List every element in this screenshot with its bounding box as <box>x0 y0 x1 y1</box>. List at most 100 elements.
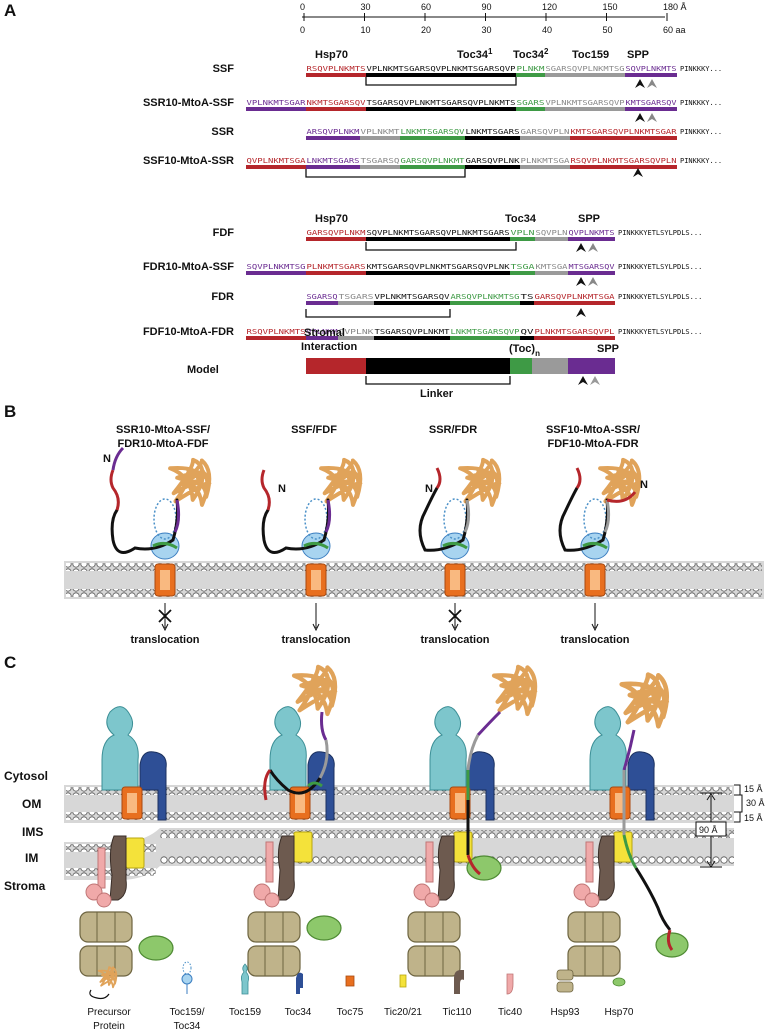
construct-tail: PINKKKYETLSYLPDLS... <box>618 263 702 271</box>
stromal-interaction-segment <box>263 769 272 801</box>
scale-angstrom-label: 120 <box>542 2 557 12</box>
panel-b-construct: SSF10-MtoA-SSR/FDF10-MtoA-FDRNtranslocat… <box>546 424 648 646</box>
panel-c-complexes <box>79 664 689 977</box>
legend-precursor-icon <box>97 966 118 989</box>
segment-residues: NKMTSGARSQV <box>307 99 367 107</box>
segment-residues: SQVPLNKMTSG <box>247 263 306 271</box>
legend-tic40-icon <box>506 973 514 995</box>
segment-residues: KMTSGARSQVPLNKMTSGAR <box>571 128 678 136</box>
legend-toc159-toc34-loop <box>182 961 192 975</box>
hsp93 <box>567 911 621 977</box>
segment-bar <box>450 336 520 340</box>
model-schematic: Stromal Interaction (Toc)n SPP Model Lin… <box>187 327 619 400</box>
legend-item: Toc75 <box>337 975 364 1018</box>
translocation-arrowhead <box>451 623 459 632</box>
panel-label-c: C <box>4 653 16 672</box>
segment-residues: TSGARS <box>339 293 374 301</box>
scale-angstrom-label: 30 <box>361 2 371 12</box>
construct-name: FDF10-MtoA-FDR <box>143 326 234 338</box>
hsp70 <box>655 932 689 958</box>
toc159 <box>101 706 139 791</box>
toc-binding-segment <box>582 541 608 550</box>
segment-bar <box>246 107 306 111</box>
legend-item: Hsp93 <box>551 969 580 1018</box>
segment-residues: VPLNKMTSGAR <box>247 99 307 107</box>
legend-hsp93-icon <box>556 969 574 981</box>
toc75-channel <box>154 563 176 597</box>
segment-bar <box>534 336 615 340</box>
translocation-label: translocation <box>560 634 629 646</box>
segment-residues: VPLNKMT <box>361 128 401 136</box>
translocation-label: translocation <box>420 634 489 646</box>
n-terminus-label: N <box>640 479 648 491</box>
transit-segment <box>466 734 480 771</box>
toc-binding-segment <box>442 541 468 550</box>
translocation-label: translocation <box>281 634 350 646</box>
tic110 <box>277 835 295 901</box>
segment-bar <box>535 237 568 241</box>
segment-residues: PLNKMTSGA <box>521 157 571 165</box>
hsp70 <box>466 855 502 881</box>
n-terminus-label: N <box>103 453 111 465</box>
spp-arrowhead <box>647 113 657 122</box>
segment-bar <box>246 336 306 340</box>
segment-bar <box>366 271 510 275</box>
precursor-folded-domain <box>619 672 670 729</box>
segment-residues: ARSQVPLNKMTSG <box>451 293 520 301</box>
precursor-folded-domain <box>319 457 363 507</box>
spp-arrowhead <box>647 79 657 88</box>
segment-bar <box>306 336 338 340</box>
segment-bar <box>465 165 520 169</box>
hsp93-ring <box>407 945 461 977</box>
model-toc: (Toc)n <box>509 343 540 358</box>
model-spp: SPP <box>597 343 619 355</box>
hsp93 <box>247 911 301 977</box>
segment-bar <box>534 301 615 305</box>
toc75-channel <box>121 786 143 820</box>
toc75-channel <box>609 786 631 820</box>
segment-bar <box>545 73 625 77</box>
tic20 <box>293 831 313 863</box>
toc75-pore <box>295 793 305 813</box>
construct-tail: PINKKKYETLSYLPDLS... <box>618 293 702 301</box>
segment-residues: LNKMTSGARS <box>466 128 520 136</box>
stromal-interaction-segment <box>666 929 674 951</box>
segment-bar <box>306 73 366 77</box>
panel-b-title: SSF10-MtoA-SSR/ <box>546 424 640 436</box>
translocon-complex <box>407 664 538 977</box>
hsp93-ring <box>407 911 461 943</box>
scale-aa-label: 60 aa <box>663 25 686 35</box>
toc75-channel <box>305 563 327 597</box>
segment-residues: VPLNKMTSGARSQV <box>375 293 451 301</box>
construct-name: FDR <box>211 291 234 303</box>
segment-bar <box>568 237 615 241</box>
header-spp: SPP <box>627 49 649 61</box>
tic40 <box>585 841 594 883</box>
panel-b-construct: SSR10-MtoA-SSF/FDR10-MtoA-FDFNtranslocat… <box>103 424 212 646</box>
segment-bar <box>400 136 465 140</box>
legend-toc34-icon <box>296 972 303 994</box>
legend-item: Tic40 <box>498 973 522 1018</box>
toc75-pore <box>311 570 321 590</box>
tic110 <box>109 835 127 901</box>
segment-bar <box>306 237 366 241</box>
segment-residues: KMTSGA <box>536 263 569 271</box>
legend-label: Hsp93 <box>551 1007 580 1018</box>
construct-name: SSF <box>213 63 235 75</box>
legend-item: Hsp70 <box>605 977 634 1018</box>
panel-label-b: B <box>4 402 16 421</box>
translocon-complex <box>567 672 689 977</box>
toc75-pore <box>450 570 460 590</box>
transit-segment <box>603 499 611 533</box>
spp-arrowhead <box>635 113 645 122</box>
precursor-folded-domain <box>458 457 502 507</box>
precursor-folded-domain <box>291 664 338 717</box>
transit-segment <box>324 499 332 533</box>
segment-residues: GARSQVPLNKM <box>307 229 366 237</box>
segment-residues: SGARSQ <box>307 293 338 301</box>
dim-15a-bottom: 15 Å <box>744 813 763 823</box>
segment-residues: PLNKMTSGARSQVPL <box>535 328 615 336</box>
